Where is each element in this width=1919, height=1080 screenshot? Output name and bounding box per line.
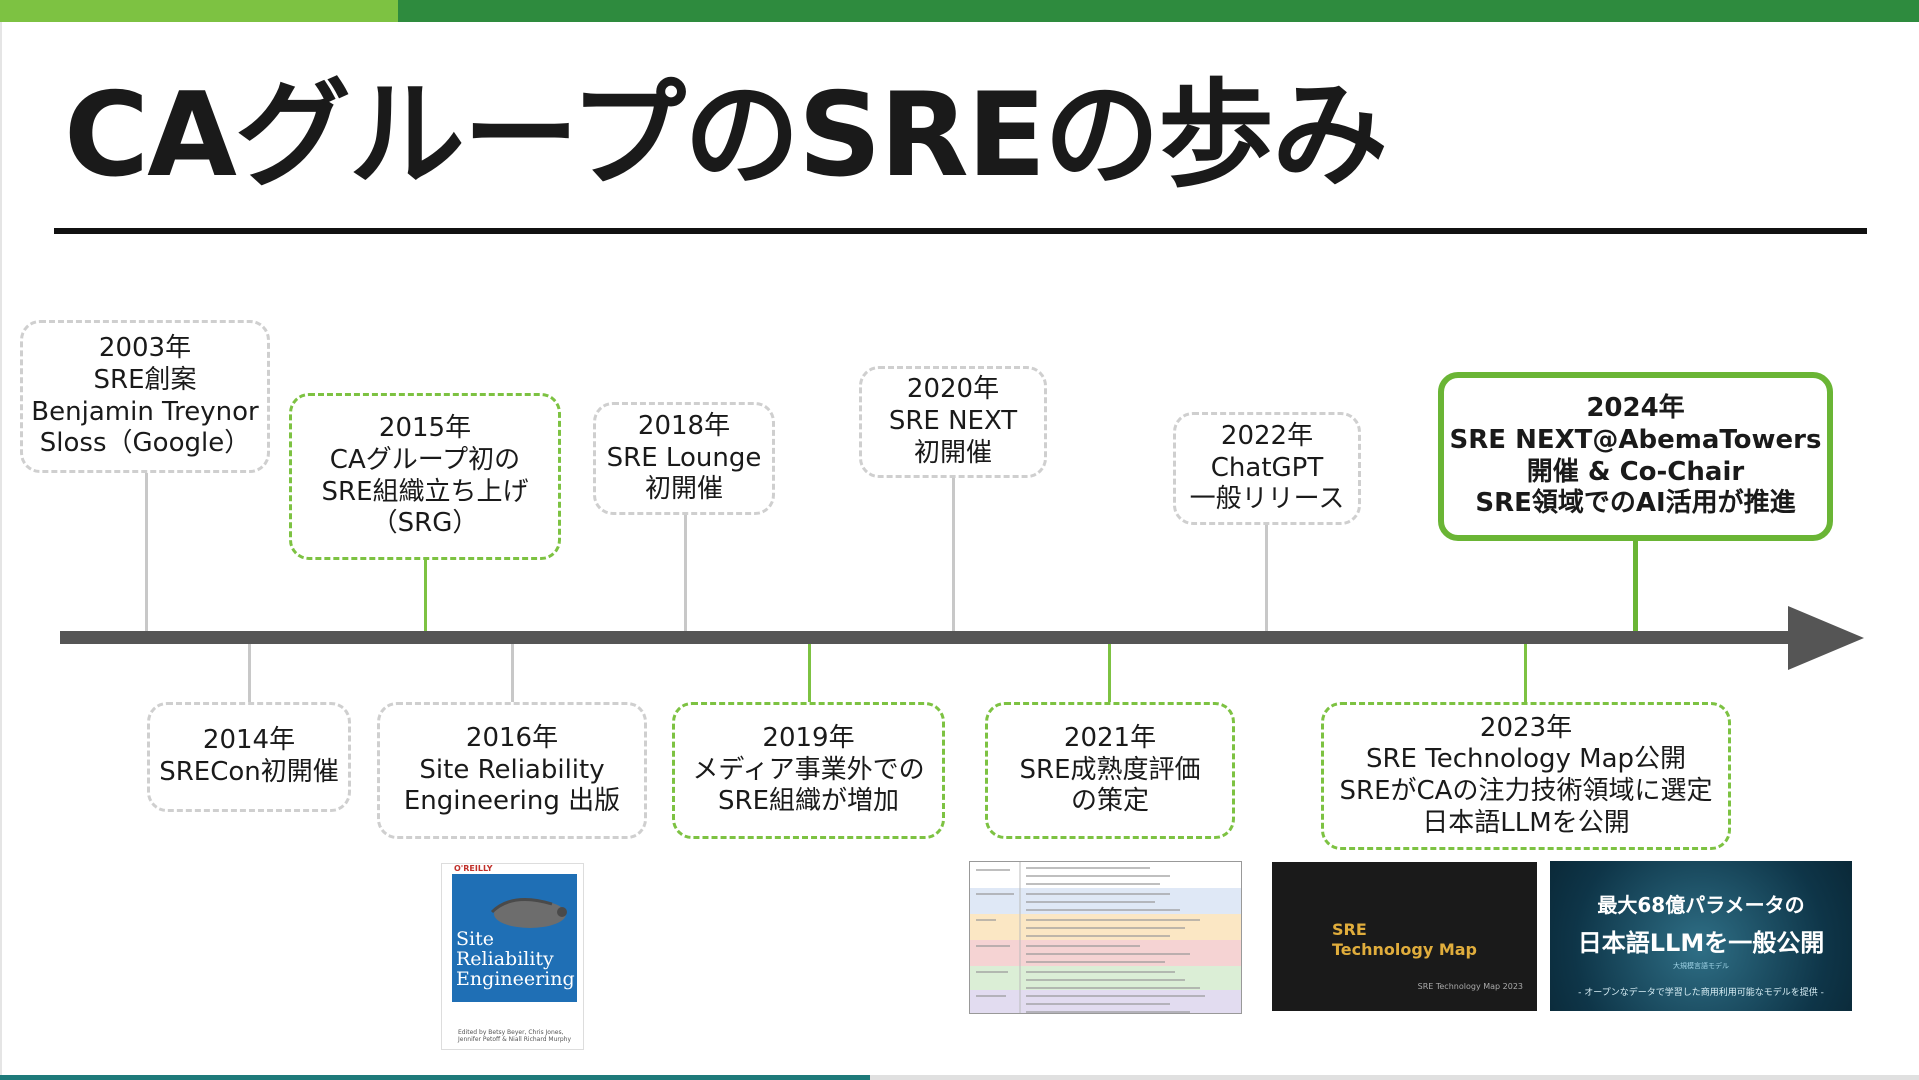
event-2020: 2020年 SRE NEXT 初開催 — [859, 366, 1047, 478]
book-credit-line: Jennifer Petoff & Niall Richard Murphy — [458, 1035, 572, 1043]
book-credit: Edited by Betsy Beyer, Chris Jones, Jenn… — [458, 1029, 571, 1043]
event-2015: 2015年 CAグループ初の SRE組織立ち上げ （SRG） — [289, 393, 561, 560]
event-2021: 2021年 SRE成熟度評価 の策定 — [985, 702, 1235, 839]
event-2014-year: 2014年 — [202, 725, 296, 756]
maturity-row-band — [970, 966, 1241, 990]
event-2003-line: Benjamin Treynor — [31, 396, 259, 427]
event-2022-year: 2022年 — [1220, 420, 1314, 451]
event-2003: 2003年 SRE創案 Benjamin Treynor Sloss（Googl… — [20, 320, 270, 473]
event-2024-line: SRE NEXT@AbemaTowers — [1449, 424, 1822, 455]
top-accent-bar-dark — [398, 0, 1919, 22]
event-2016: 2016年 Site Reliability Engineering 出版 — [377, 702, 647, 839]
sre-technology-map-image: SRE Technology Map SRE Technology Map 20… — [1272, 862, 1537, 1011]
tech-map-title-line: Technology Map — [1332, 940, 1477, 959]
event-2024-line: 開催 & Co-Chair — [1526, 456, 1745, 487]
event-2023-line: SREがCAの注力技術領域に選定 — [1339, 776, 1713, 806]
event-2019-line: メディア事業外での — [692, 754, 925, 785]
connector-2016 — [511, 643, 514, 702]
connector-2022 — [1265, 525, 1268, 633]
event-2021-year: 2021年 — [1063, 722, 1157, 753]
event-2022-line: ChatGPT — [1210, 452, 1324, 483]
llm-headline-1: 最大68億パラメータの — [1597, 893, 1805, 917]
event-2024-year: 2024年 — [1586, 393, 1685, 424]
event-2018-line: 初開催 — [644, 474, 723, 505]
connector-2021 — [1108, 643, 1111, 702]
title-underline — [54, 228, 1867, 234]
connector-2019 — [808, 643, 811, 702]
connector-2018 — [684, 515, 687, 633]
slide-left-edge — [0, 22, 2, 1080]
bottom-progress-bar — [0, 1075, 870, 1080]
event-2015-line: SRE組織立ち上げ — [321, 476, 529, 507]
llm-description: - オープンなデータで学習した商用利用可能なモデルを提供 - — [1578, 988, 1824, 998]
book-title-line: Engineering — [456, 967, 575, 990]
event-2018-line: SRE Lounge — [606, 442, 762, 473]
event-2015-line: CAグループ初の — [329, 444, 521, 475]
event-2023-line: SRE Technology Map公開 — [1365, 744, 1687, 775]
event-2018-year: 2018年 — [637, 410, 731, 441]
sre-maturity-table-image — [969, 861, 1242, 1014]
event-2019-year: 2019年 — [762, 722, 855, 753]
event-2016-year: 2016年 — [465, 722, 559, 753]
connector-2020 — [952, 478, 955, 633]
event-2020-line: SRE NEXT — [888, 406, 1018, 437]
bottom-progress-track — [870, 1075, 1919, 1080]
tech-map-title-line: SRE — [1332, 920, 1367, 939]
chameleon-illustration — [490, 898, 567, 928]
event-2022: 2022年 ChatGPT 一般リリース — [1173, 412, 1361, 525]
event-2003-year: 2003年 — [98, 333, 192, 364]
event-2023-year: 2023年 — [1479, 712, 1573, 743]
event-2019-line: SRE組織が増加 — [718, 786, 899, 817]
timeline-arrow-head — [1788, 606, 1864, 670]
book-publisher: O'REILLY — [454, 864, 493, 873]
event-2023: 2023年 SRE Technology Map公開 SREがCAの注力技術領域… — [1321, 702, 1731, 850]
llm-image-background — [1550, 861, 1852, 1011]
connector-2015 — [424, 560, 427, 633]
event-2024: 2024年 SRE NEXT@AbemaTowers 開催 & Co-Chair… — [1438, 372, 1833, 541]
event-2016-line: Site Reliability — [419, 754, 605, 785]
event-2016-line: Engineering 出版 — [403, 786, 621, 817]
event-2015-line: （SRG） — [371, 508, 479, 539]
book-title-line: Site — [456, 928, 494, 950]
event-2021-line: SRE成熟度評価 — [1019, 754, 1201, 785]
tech-map-subtitle: SRE Technology Map 2023 — [1417, 982, 1523, 991]
connector-2014 — [248, 643, 251, 702]
slide-title: CAグループのSREの歩み — [64, 68, 1388, 203]
book-title: Site Reliability Engineering — [456, 928, 575, 990]
book-cover-band — [452, 874, 577, 1002]
book-title-line: Reliability — [456, 947, 554, 970]
event-2015-year: 2015年 — [378, 413, 472, 444]
book-credit-line: Edited by Betsy Beyer, Chris Jones, — [458, 1028, 564, 1036]
llm-tagline: 大規模言語モデル — [1673, 962, 1729, 970]
japanese-llm-release-image: 最大68億パラメータの 日本語LLMを一般公開 大規模言語モデル - オープンな… — [1550, 861, 1852, 1011]
event-2003-line: SRE創案 — [93, 364, 197, 395]
event-2022-line: 一般リリース — [1189, 484, 1345, 515]
maturity-table-lines — [976, 862, 1205, 1013]
llm-headline-2: 日本語LLMを一般公開 — [1577, 929, 1825, 957]
event-2019: 2019年 メディア事業外での SRE組織が増加 — [672, 702, 945, 839]
timeline-axis — [60, 631, 1795, 644]
event-2014: 2014年 SRECon初開催 — [147, 702, 351, 812]
event-2014-line: SRECon初開催 — [159, 757, 339, 787]
connector-2003 — [145, 473, 148, 633]
event-2020-line: 初開催 — [913, 437, 992, 468]
sre-book-cover-image: O'REILLY Site Reliability Engineering Ed… — [441, 863, 584, 1050]
connector-2024 — [1633, 541, 1638, 633]
connector-2023 — [1524, 643, 1527, 702]
event-2020-year: 2020年 — [906, 374, 1000, 405]
event-2024-line: SRE領域でのAI活用が推進 — [1475, 488, 1796, 519]
event-2021-line: の策定 — [1070, 786, 1149, 817]
event-2023-line: 日本語LLMを公開 — [1422, 807, 1630, 838]
tech-map-title: SRE Technology Map — [1332, 920, 1477, 960]
top-accent-bar-light — [0, 0, 398, 22]
event-2003-line: Sloss（Google） — [39, 428, 251, 459]
event-2018: 2018年 SRE Lounge 初開催 — [593, 402, 775, 515]
